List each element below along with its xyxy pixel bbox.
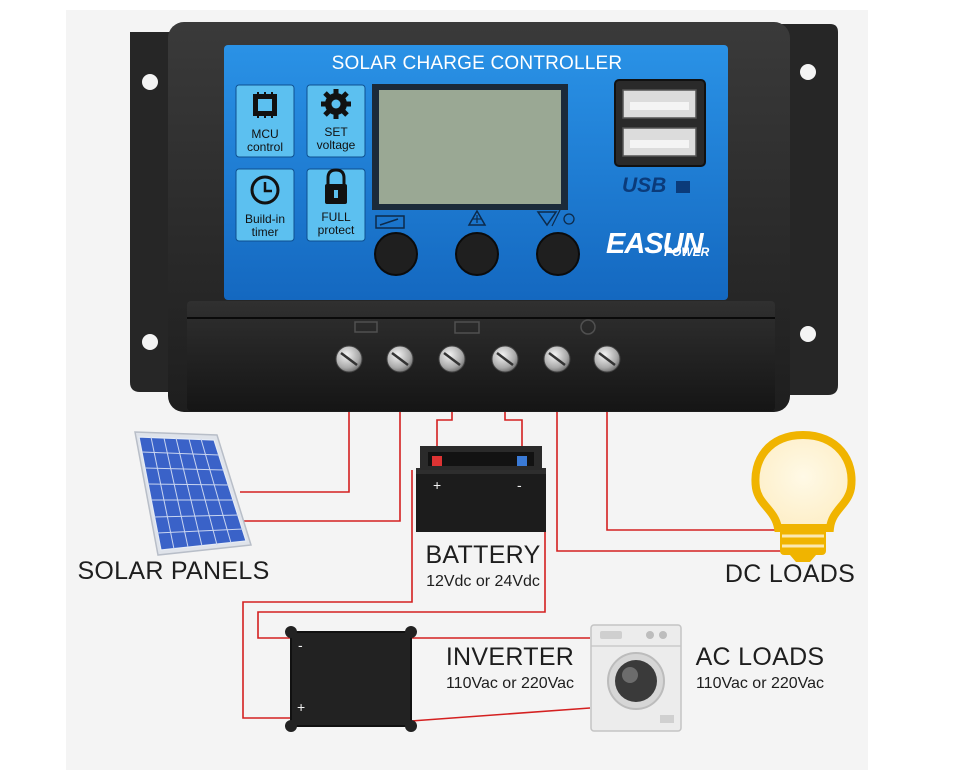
timer-line2: timer <box>251 225 279 239</box>
controller-title: SOLAR CHARGE CONTROLLER <box>331 53 623 74</box>
plus-hint-icon <box>467 209 487 226</box>
lcd-screen <box>379 90 561 204</box>
mount-hole-bottom-left <box>142 334 158 350</box>
load-button[interactable] <box>536 232 580 276</box>
inverter-spec: 110Vac or 220Vac <box>445 675 575 692</box>
ac-loads-spec: 110Vac or 220Vac <box>695 675 825 692</box>
bulb-icon <box>751 430 856 562</box>
clock-icon <box>250 175 280 205</box>
chip-icon <box>253 92 277 118</box>
mount-hole-top-right <box>800 64 816 80</box>
set-line1: SET <box>324 125 348 139</box>
battery-minus-sign: - <box>517 477 522 493</box>
mcu-line1: MCU <box>251 127 279 141</box>
up-button[interactable] <box>455 232 499 276</box>
mcu-tile <box>235 84 295 158</box>
brand-logo: EASUN <box>606 228 704 260</box>
wire-load-positive <box>556 372 781 552</box>
battery-spec: 12Vdc or 24Vdc <box>426 573 540 590</box>
timer-tile <box>235 168 295 242</box>
terminal-screws <box>335 345 621 373</box>
battery-plus-sign: + <box>433 477 441 493</box>
protect-line1: FULL <box>321 210 351 224</box>
usb-ports <box>614 79 706 167</box>
timer-line1: Build-in <box>244 212 286 226</box>
battery-hint-icon <box>375 215 405 229</box>
set-line2: voltage <box>316 138 356 152</box>
battery-terminal-positive <box>432 456 442 466</box>
solar-panels-label: SOLAR PANELS <box>77 557 270 585</box>
solar-panel-icon <box>134 431 252 556</box>
wire-battery-to-inverter-negative <box>257 470 546 639</box>
gear-icon <box>321 89 351 119</box>
terminal-embossed-icons <box>354 319 596 335</box>
battery-terminal-negative <box>517 456 527 466</box>
wire-inverter-to-ac-2 <box>410 707 591 722</box>
dc-loads-label: DC LOADS <box>724 560 856 588</box>
wire-battery-to-inverter-positive <box>242 470 413 719</box>
battery-icon: + - <box>416 446 546 532</box>
inverter-label: INVERTER <box>445 643 575 671</box>
terminal-block <box>187 301 775 411</box>
ac-loads-label: AC LOADS <box>695 643 825 671</box>
lock-icon <box>325 168 347 204</box>
charge-controller <box>130 22 838 412</box>
inverter-plus-sign: + <box>297 699 305 715</box>
mount-hole-bottom-right <box>800 326 816 342</box>
wire-solar-negative <box>234 372 401 522</box>
protect-line2: protect <box>317 223 355 237</box>
wire-load-negative <box>606 372 781 531</box>
mcu-line2: control <box>246 140 284 154</box>
usb-battery-glyph <box>676 181 690 193</box>
menu-button[interactable] <box>374 232 418 276</box>
usb-label: USB <box>622 174 667 197</box>
battery-label: BATTERY <box>425 541 541 569</box>
brand-sub: POWER <box>664 245 710 259</box>
inverter-minus-sign: - <box>298 637 303 653</box>
mount-hole-top-left <box>142 74 158 90</box>
load-hint-icon <box>536 209 575 227</box>
washing-machine-icon <box>590 624 682 732</box>
inverter-icon: - + <box>285 626 417 732</box>
